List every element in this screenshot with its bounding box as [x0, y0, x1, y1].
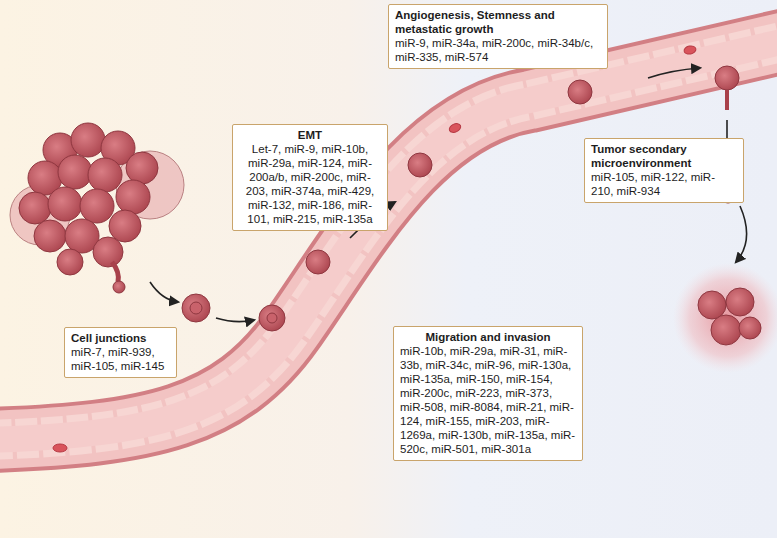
box-heading: Migration and invasion [400, 330, 576, 344]
blood-vessel [0, 40, 777, 440]
red-blood-cell [448, 122, 462, 134]
primary-tumor [116, 180, 150, 214]
red-blood-cell [683, 45, 696, 55]
migrating-cell [267, 313, 277, 323]
process-box: EMTLet-7, miR-9, miR-10b, miR-29a, miR-1… [232, 124, 388, 231]
blood-vessel [0, 40, 777, 440]
mirna-list: miR-7, miR-939, miR-105, miR-145 [71, 345, 170, 373]
primary-tumor [10, 123, 184, 293]
migrating-cell [725, 90, 729, 110]
blood-vessel [0, 40, 777, 440]
primary-tumor [48, 187, 82, 221]
process-arrow [216, 318, 254, 322]
migrating-cell [182, 294, 210, 322]
process-box: Cell junctionsmiR-7, miR-939, miR-105, m… [64, 327, 177, 378]
metastatic-tumor [726, 288, 754, 316]
primary-tumor [34, 220, 66, 252]
primary-tumor [19, 192, 51, 224]
primary-tumor [58, 155, 92, 189]
process-arrow [150, 68, 747, 322]
mirna-list: miR-9, miR-34a, miR-200c, miR-34b/c, miR… [395, 36, 601, 64]
box-heading: Tumor secondary microenvironment [591, 142, 737, 170]
migrating-cell [568, 80, 592, 104]
mirna-list: miR-105, miR-122, miR-210, miR-934 [591, 170, 737, 198]
process-arrow [736, 206, 747, 262]
primary-tumor [88, 158, 122, 192]
migrating-cell [306, 250, 330, 274]
metastatic-tumor [673, 263, 777, 373]
mirna-list: Let-7, miR-9, miR-10b, miR-29a, miR-124,… [239, 142, 381, 226]
metastatic-tumor [698, 291, 726, 319]
primary-tumor [112, 262, 118, 282]
metastatic-tumor [673, 263, 777, 373]
migrating-cell [190, 302, 202, 314]
process-box: Tumor secondary microenvironmentmiR-105,… [584, 138, 744, 203]
blood-vessel [0, 40, 777, 440]
process-box: Angiogenesis, Stemness and metastatic gr… [388, 4, 608, 69]
box-heading: Angiogenesis, Stemness and metastatic gr… [395, 8, 601, 36]
box-heading: Cell junctions [71, 331, 170, 345]
primary-tumor [57, 249, 83, 275]
mirna-list: miR-10b, miR-29a, miR-31, miR-33b, miR-3… [400, 344, 576, 456]
box-heading: EMT [239, 128, 381, 142]
migrating-cell [408, 153, 432, 177]
process-box: Migration and invasionmiR-10b, miR-29a, … [393, 326, 583, 461]
primary-tumor [80, 189, 114, 223]
primary-tumor [71, 123, 105, 157]
metastatic-tumor [711, 315, 741, 345]
primary-tumor [93, 237, 123, 267]
red-blood-cell [53, 45, 697, 452]
migrating-cell [259, 305, 285, 331]
metastatic-tumor [739, 317, 761, 339]
primary-tumor [126, 152, 158, 184]
blood-vessel [0, 40, 777, 440]
primary-tumor [109, 210, 141, 242]
red-blood-cell [53, 444, 67, 452]
migrating-cell [715, 66, 739, 90]
process-arrow [150, 282, 178, 302]
primary-tumor [113, 281, 125, 293]
process-arrow [648, 68, 700, 78]
